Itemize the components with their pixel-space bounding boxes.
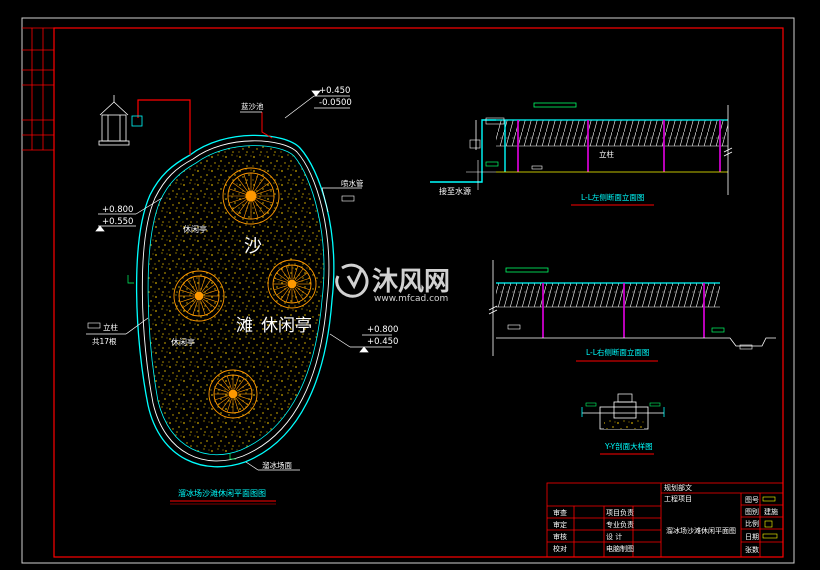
tb-field-3: 日期 xyxy=(745,533,759,541)
tb-project: 工程项目 xyxy=(664,494,692,503)
tb-field-0: 图号 xyxy=(745,496,759,504)
label-tan: 滩 xyxy=(236,316,253,336)
label-pavilion-b: 休闲亭 xyxy=(171,337,195,347)
elevation-left-roof xyxy=(496,120,728,146)
watermark-brand: 沐风网 xyxy=(372,267,450,297)
left-strip xyxy=(22,27,54,151)
outer-frame xyxy=(21,17,795,564)
label-column: 立柱 xyxy=(103,322,118,332)
tb-role-mid-3: 电脑制图 xyxy=(606,544,634,553)
plan-view: 沙 滩 休闲亭 休闲亭 休闲亭 蓝沙池 +0.450 -0. xyxy=(86,86,398,505)
elevation-right: L-L右侧断面立面图 xyxy=(488,260,776,362)
tb-field-4: 张数 xyxy=(745,545,759,554)
label-edge: 溜冰场面 xyxy=(262,460,292,470)
section-title: Y-Y剖面大样图 xyxy=(604,441,653,451)
elevation-left-title: L-L左侧断面立面图 xyxy=(581,192,644,202)
tb-field-2: 比例 xyxy=(745,519,759,528)
tb-role-left-3: 校对 xyxy=(553,544,567,553)
level-left-1: +0.800 xyxy=(102,205,133,215)
level-mark-top xyxy=(284,90,350,119)
fountain-symbol xyxy=(98,95,143,146)
label-column-elev: 立柱 xyxy=(599,149,614,159)
tb-company: 规划部文 xyxy=(664,483,692,492)
label-pipe: 喷水管 xyxy=(341,178,364,188)
label-water-source: 接至水源 xyxy=(439,186,471,196)
tb-role-left-0: 审查 xyxy=(553,508,567,517)
beach-sand-area xyxy=(147,145,325,456)
tb-role-left-2: 审核 xyxy=(553,532,567,541)
elevation-right-columns xyxy=(542,283,705,338)
sand-pool-line xyxy=(261,112,273,139)
elevation-left-columns xyxy=(517,120,721,172)
level-right-2: +0.450 xyxy=(367,337,398,347)
elevation-left: 接至水源 立柱 L-L左侧断面立面图 xyxy=(430,102,733,206)
elevation-right-roof xyxy=(496,283,720,307)
inner-frame xyxy=(53,27,784,558)
level-top-1: +0.450 xyxy=(319,86,350,96)
label-sha: 沙 xyxy=(244,236,262,257)
watermark-url: www.mfcad.com xyxy=(374,294,448,304)
level-left-2: +0.550 xyxy=(102,217,133,227)
level-top-2: -0.0500 xyxy=(319,98,352,108)
tb-field-1: 图别 xyxy=(745,507,759,516)
tb-drawing-name: 溜冰场沙滩休闲平面图 xyxy=(666,526,736,535)
label-column-count: 共17根 xyxy=(92,336,117,346)
title-block-text: 规划部文 工程项目 溜冰场沙滩休闲平面图 审查 审定 审核 校对 项目负责 专业… xyxy=(553,483,778,554)
watermark-logo-icon xyxy=(335,263,369,298)
tb-role-mid-0: 项目负责 xyxy=(606,508,634,517)
tb-field-value-1: 建施 xyxy=(764,507,778,516)
tb-role-mid-2: 设 计 xyxy=(606,532,622,541)
plan-title: 溜冰场沙滩休闲平面图图 xyxy=(178,488,266,498)
label-pavilion-a: 休闲亭 xyxy=(183,224,207,234)
title-block xyxy=(546,482,784,558)
section-detail: Y-Y剖面大样图 xyxy=(581,393,665,455)
level-mark-left xyxy=(95,197,163,232)
elevation-right-title: L-L右侧断面立面图 xyxy=(586,347,649,357)
level-right-1: +0.800 xyxy=(367,325,398,335)
beach-outline-outer xyxy=(135,134,335,468)
level-mark-right xyxy=(329,333,392,353)
water-pipe xyxy=(137,99,191,155)
tb-role-left-1: 审定 xyxy=(553,520,567,529)
label-sand-pool: 蓝沙池 xyxy=(241,101,264,111)
beach-outline-mid xyxy=(141,140,330,462)
label-pavilion-main: 休闲亭 xyxy=(261,316,312,336)
watermark: 沐风网 www.mfcad.com xyxy=(335,263,450,304)
tb-role-mid-1: 专业负责 xyxy=(606,520,634,529)
